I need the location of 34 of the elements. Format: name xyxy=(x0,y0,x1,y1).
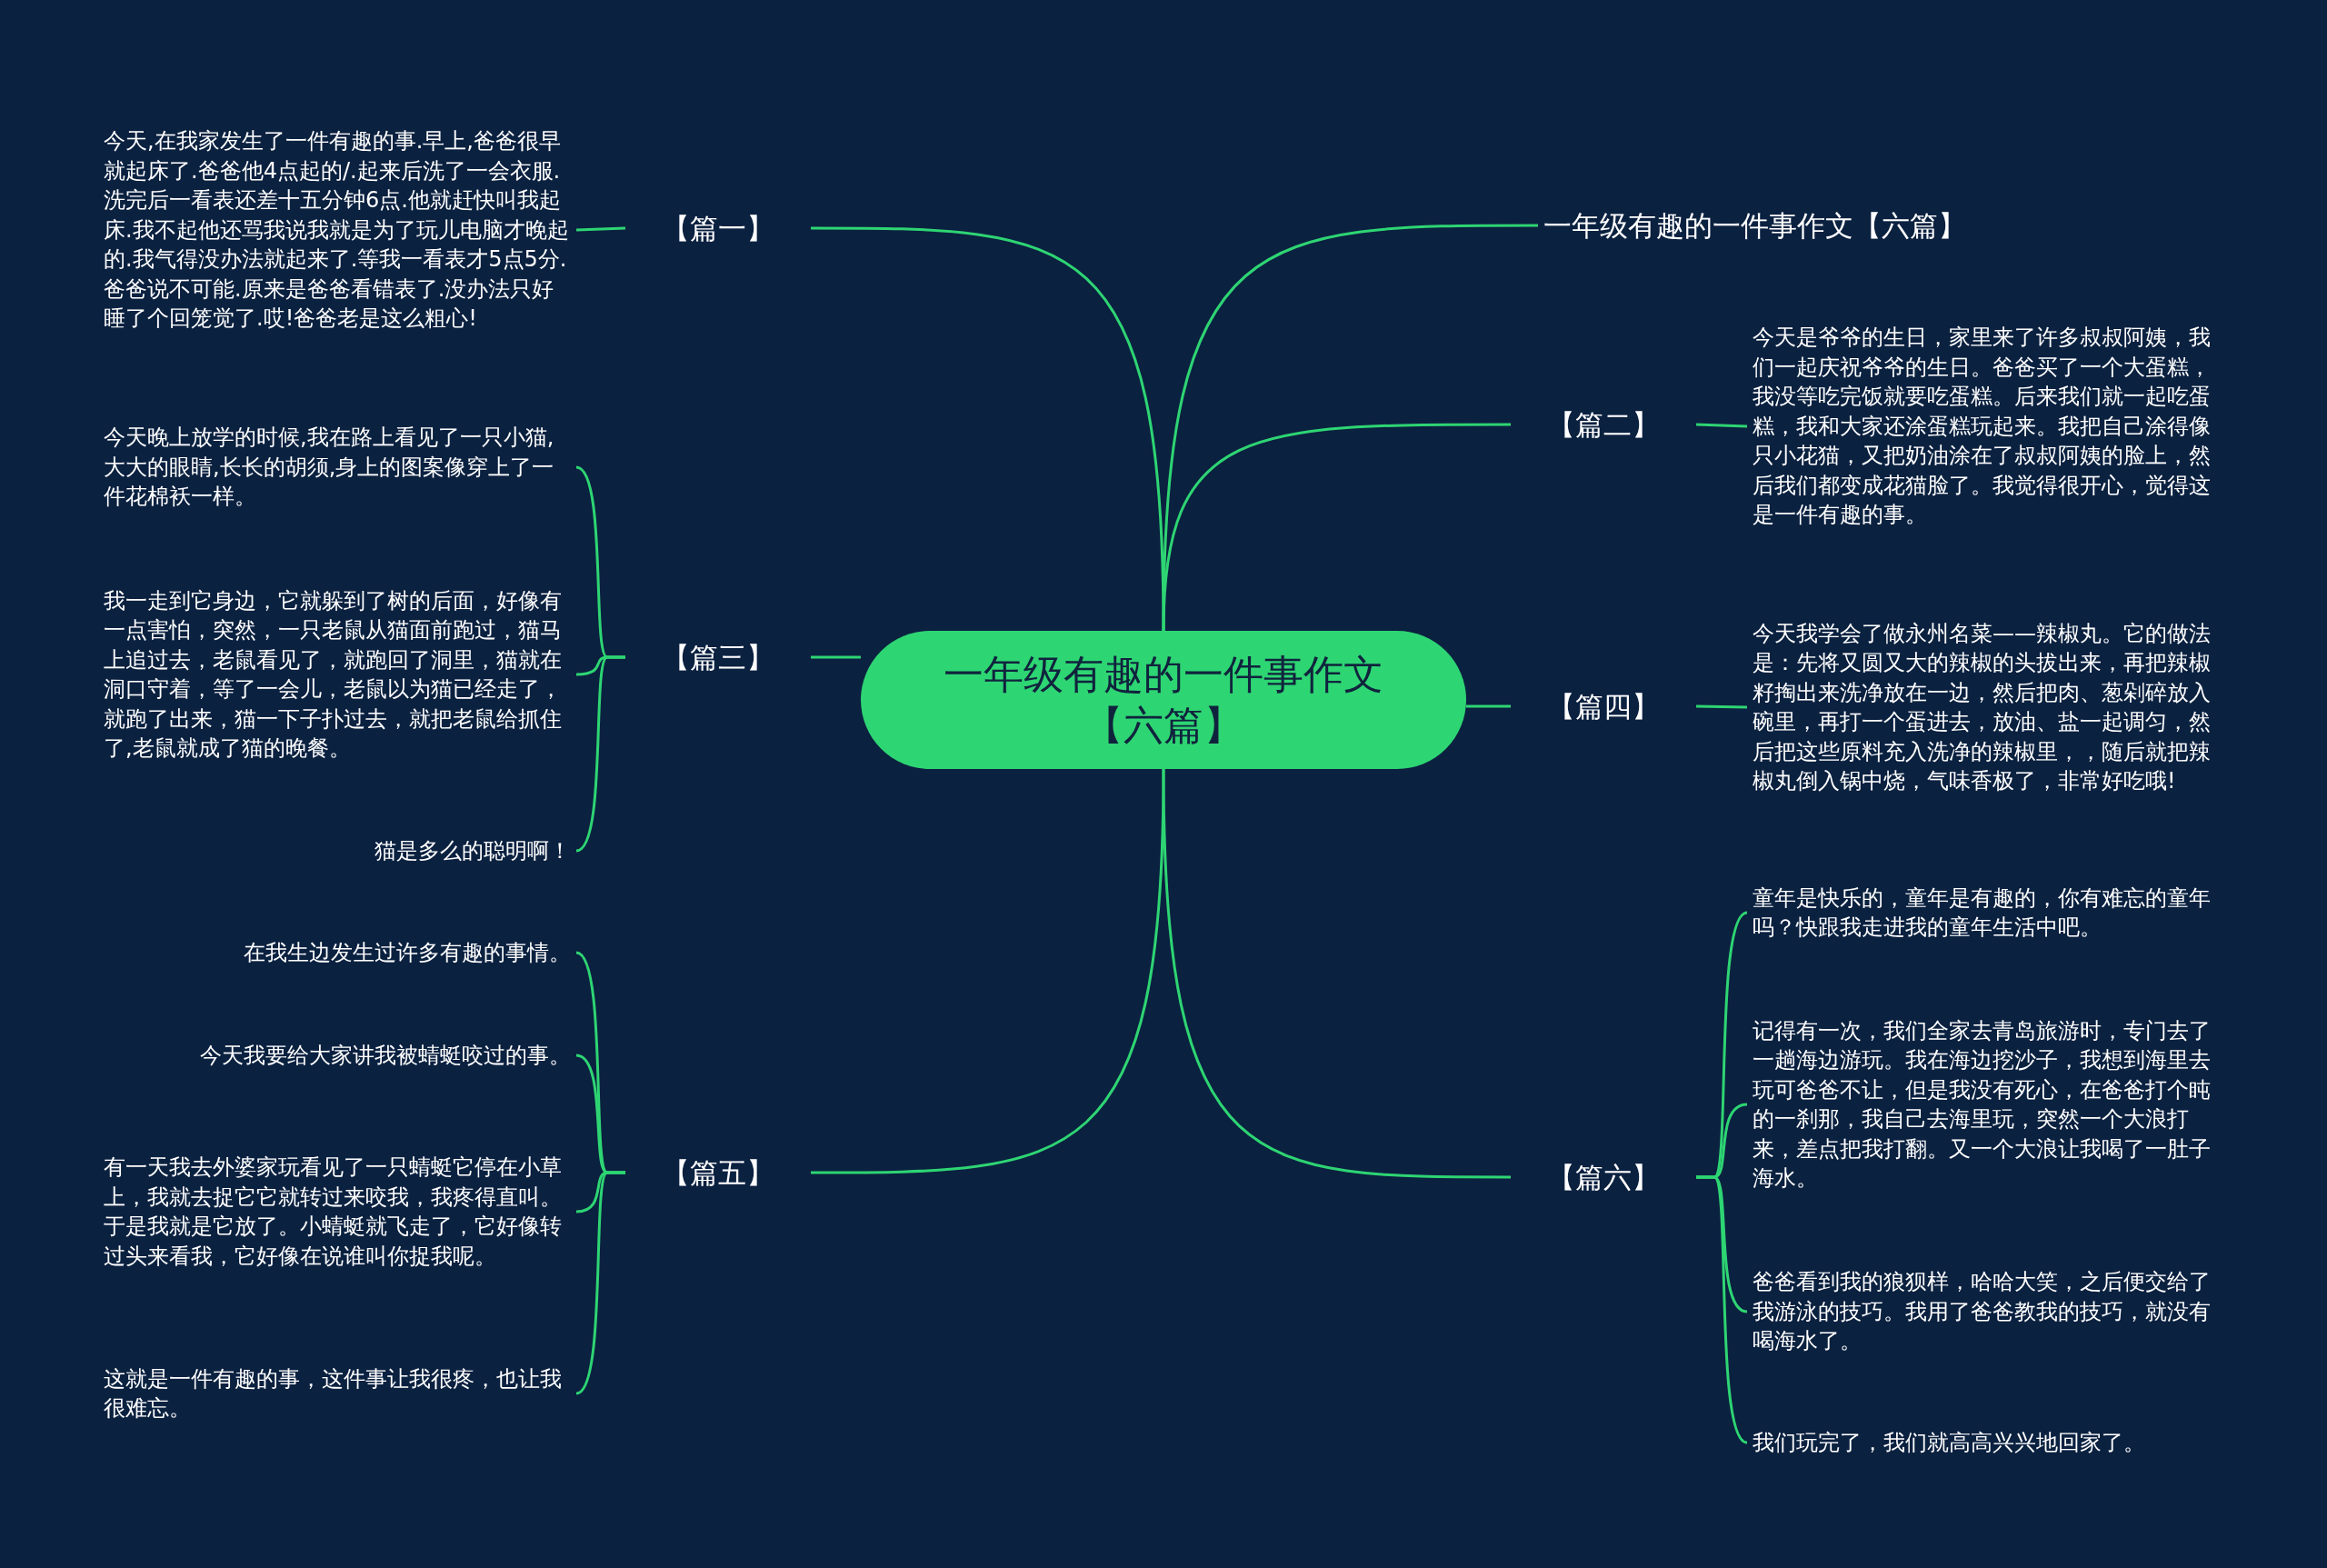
note-text: 记得有一次，我们全家去青岛旅游时，专门去了一趟海边游玩。我在海边挖沙子，我想到海里去玩可爸爸不让，但是我没有死心，在爸爸打个盹的一刹那，我自己去海里玩，突然一个大浪打来，差点把我打翻。又一个大浪让我喝了一肚子海水。 xyxy=(1747,1015,2229,1193)
note-text: 童年是快乐的，童年是有趣的，你有难忘的童年吗？快跟我走进我的童年生活中吧。 xyxy=(1747,883,2229,943)
central-topic: 一年级有趣的一件事作文【六篇】 xyxy=(861,631,1466,769)
connector-line xyxy=(575,226,626,232)
note-text: 今天我学会了做永州名菜——辣椒丸。它的做法是：先将又圆又大的辣椒的头拔出来，再把辣椒籽掏出来洗净放在一边，然后把肉、葱剁碎放入碗里，再打一个蛋进去，放油、盐一起调匀，然后把这些原料充入洗净的辣椒里，，随后就把辣椒丸倒入锅中烧，气味香极了，非常好吃哦! xyxy=(1747,618,2229,796)
branch-label: 【篇一】 xyxy=(625,208,811,248)
note-text: 今天晚上放学的时候,我在路上看见了一只小猫,大大的眼睛,长长的胡须,身上的图案像穿上了一件花棉袄一样。 xyxy=(98,423,576,512)
connector-line xyxy=(1466,704,1511,708)
branch-label: 【篇四】 xyxy=(1511,686,1696,726)
note-text: 猫是多么的聪明啊！ xyxy=(369,835,576,866)
connector-line xyxy=(1695,423,1748,428)
note-text: 在我生边发生过许多有趣的事情。 xyxy=(238,937,576,968)
branch-label: 【篇三】 xyxy=(625,637,811,677)
note-text: 我们玩完了，我们就高高兴兴地回家了。 xyxy=(1747,1427,2229,1458)
note-text: 今天,在我家发生了一件有趣的事.早上,爸爸很早就起床了.爸爸他4点起的/.起来后洗了一会衣服.洗完后一看表还差十五分钟6点.他就赶快叫我起床.我不起他还骂我说我就是为了玩儿电脑才晚起的.我气得没办法就起来了.等我一看表才5点5分.爸爸说不可能.原来是爸爸看错表了.没办法只好睡了个回笼觉了.哎!爸爸老是这么粗心! xyxy=(98,126,576,334)
connector-line xyxy=(1162,423,1511,632)
connector-line xyxy=(575,1171,625,1395)
connector-line xyxy=(1162,768,1511,1179)
note-text: 今天我要给大家讲我被蜻蜓咬过的事。 xyxy=(195,1040,576,1071)
connector-line xyxy=(1696,1175,1748,1444)
connector-line xyxy=(575,655,625,853)
connector-line xyxy=(811,655,861,659)
note-text: 这就是一件有趣的事，这件事让我很疼，也让我很难忘。 xyxy=(98,1363,576,1423)
connector-line xyxy=(811,226,1165,632)
connector-line xyxy=(1695,704,1748,709)
note-text: 我一走到它身边，它就躲到了树的后面，好像有一点害怕，突然，一只老鼠从猫面前跑过，猫马上追过去，老鼠看见了，就跑回了洞里，猫就在洞口守着，等了一会儿，老鼠以为猫已经走了，就跑了出来，猫一下子扑过去，就把老鼠给抓住了,老鼠就成了猫的晚餐。 xyxy=(98,585,576,764)
note-text: 有一天我去外婆家玩看见了一只蜻蜓它停在小草上，我就去捉它它就转过来咬我，我疼得直叫。于是我就是它放了。小蜻蜓就飞走了，它好像转过头来看我，它好像在说谁叫你捉我呢。 xyxy=(98,1153,576,1271)
branch-label: 【篇六】 xyxy=(1511,1157,1696,1197)
branch-label: 【篇五】 xyxy=(625,1153,811,1193)
note-text: 今天是爷爷的生日，家里来了许多叔叔阿姨，我们一起庆祝爷爷的生日。爸爸买了一个大蛋糕，我没等吃完饭就要吃蛋糕。后来我们就一起吃蛋糕，我和大家还涂蛋糕玩起来。我把自己涂得像只小花猫，又把奶油涂在了叔叔阿姨的脸上，然后我们都变成花猫脸了。我觉得很开心，觉得这是一件有趣的事。 xyxy=(1747,323,2229,530)
topic-text: 一年级有趣的一件事作文【六篇】 xyxy=(1538,205,1972,245)
branch-label: 【篇二】 xyxy=(1511,404,1696,444)
note-text: 爸爸看到我的狼狈样，哈哈大笑，之后便交给了我游泳的技巧。我用了爸爸教我的技巧，就没有喝海水了。 xyxy=(1747,1267,2229,1356)
connector-line xyxy=(811,768,1165,1174)
